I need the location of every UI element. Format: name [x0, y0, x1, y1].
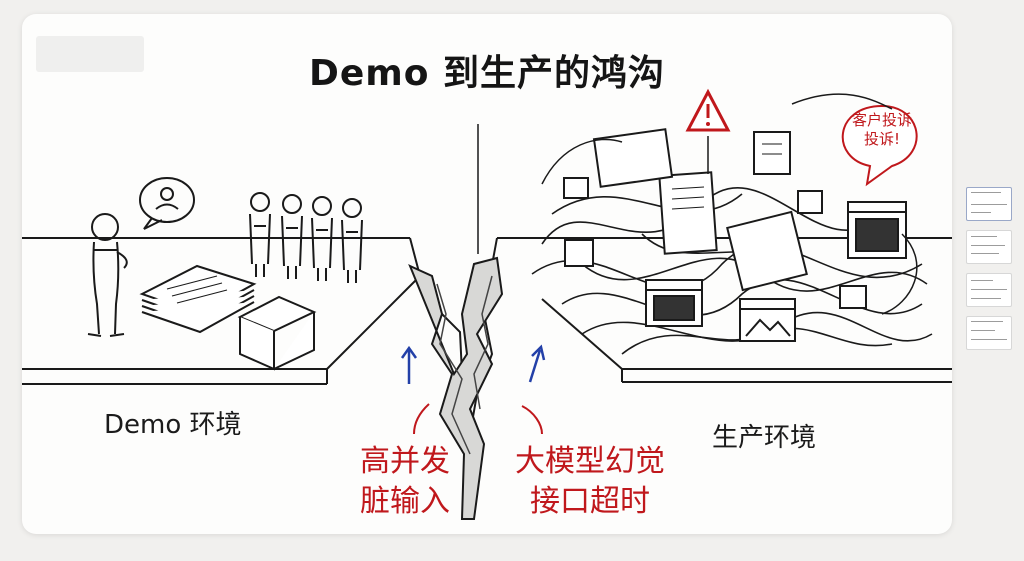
- user-speech-bubble: [139, 177, 195, 230]
- browser-window-icon: [645, 279, 703, 327]
- small-window-icons: [563, 177, 867, 309]
- demo-plateau: [22, 237, 463, 385]
- audience-figures: [249, 192, 363, 283]
- slide-thumbnail-1[interactable]: [966, 187, 1012, 221]
- image-window-icon: [739, 298, 796, 342]
- left-problem-text: 高并发 脏输入: [340, 442, 470, 522]
- slide-canvas: Demo 到生产的鸿沟 Demo 环境 生产环境 高并发 脏输入 大模型幻觉 接…: [22, 14, 952, 534]
- left-problem-line-1: 高并发: [360, 444, 450, 479]
- document-note-icon: [658, 171, 718, 255]
- slide-thumbnail-2[interactable]: [966, 230, 1012, 264]
- complaint-text: 客户投诉 投诉!: [832, 111, 932, 149]
- red-connector-lines: [413, 403, 543, 435]
- slide-thumbnails-panel: [966, 187, 1012, 359]
- complaint-line-1: 客户投诉: [851, 111, 912, 129]
- complaint-line-2: 投诉!: [863, 130, 900, 148]
- right-problem-line-2: 接口超时: [530, 484, 650, 519]
- production-environment-label: 生产环境: [712, 423, 817, 453]
- crack-icon: [408, 256, 504, 520]
- code-note-icon: [592, 128, 808, 292]
- right-problem-line-1: 大模型幻觉: [515, 444, 665, 479]
- clipboard-icon: [753, 131, 791, 175]
- demo-environment-label: Demo 环境: [104, 410, 242, 440]
- curved-arrows-icon: [541, 93, 918, 315]
- left-problem-line-2: 脏输入: [360, 484, 450, 519]
- illustration: [22, 88, 952, 520]
- presenter-figure: [87, 213, 128, 337]
- slide-thumbnail-3[interactable]: [966, 273, 1012, 307]
- redacted-area: [36, 36, 144, 72]
- page-title: Demo 到生产的鸿沟: [308, 53, 666, 94]
- warning-icon: [685, 88, 731, 132]
- slide-thumbnail-4[interactable]: [966, 316, 1012, 350]
- heart-window-icon: [847, 201, 907, 259]
- up-arrow-icon: [400, 344, 546, 384]
- documents-stack-icon: [139, 264, 257, 334]
- complaint-bubble: [841, 104, 918, 187]
- package-box-icon: [237, 295, 317, 371]
- right-problem-text: 大模型幻觉 接口超时: [510, 442, 670, 522]
